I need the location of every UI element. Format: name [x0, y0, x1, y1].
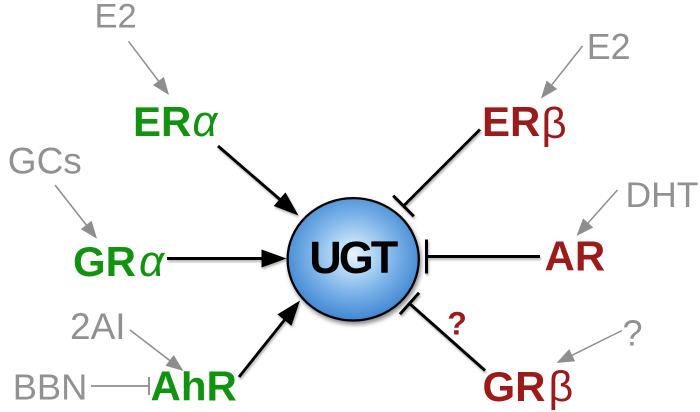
svg-text:BBN: BBN	[13, 367, 88, 408]
svg-text:E2: E2	[95, 0, 137, 36]
svg-text:2AI: 2AI	[70, 306, 126, 347]
svg-text:GCs: GCs	[8, 141, 82, 182]
svg-text:AR: AR	[545, 233, 606, 280]
svg-text:GRβ: GRβ	[483, 363, 574, 411]
svg-text:?: ?	[623, 313, 643, 354]
svg-text:E2: E2	[587, 27, 631, 67]
svg-text:ERβ: ERβ	[482, 98, 567, 148]
svg-text:AhR: AhR	[151, 363, 237, 410]
svg-text:?: ?	[447, 306, 467, 342]
svg-text:UGT: UGT	[309, 232, 398, 283]
svg-text:GRα: GRα	[73, 237, 166, 286]
svg-text:ERα: ERα	[133, 97, 219, 146]
svg-text:DHT: DHT	[626, 175, 699, 215]
